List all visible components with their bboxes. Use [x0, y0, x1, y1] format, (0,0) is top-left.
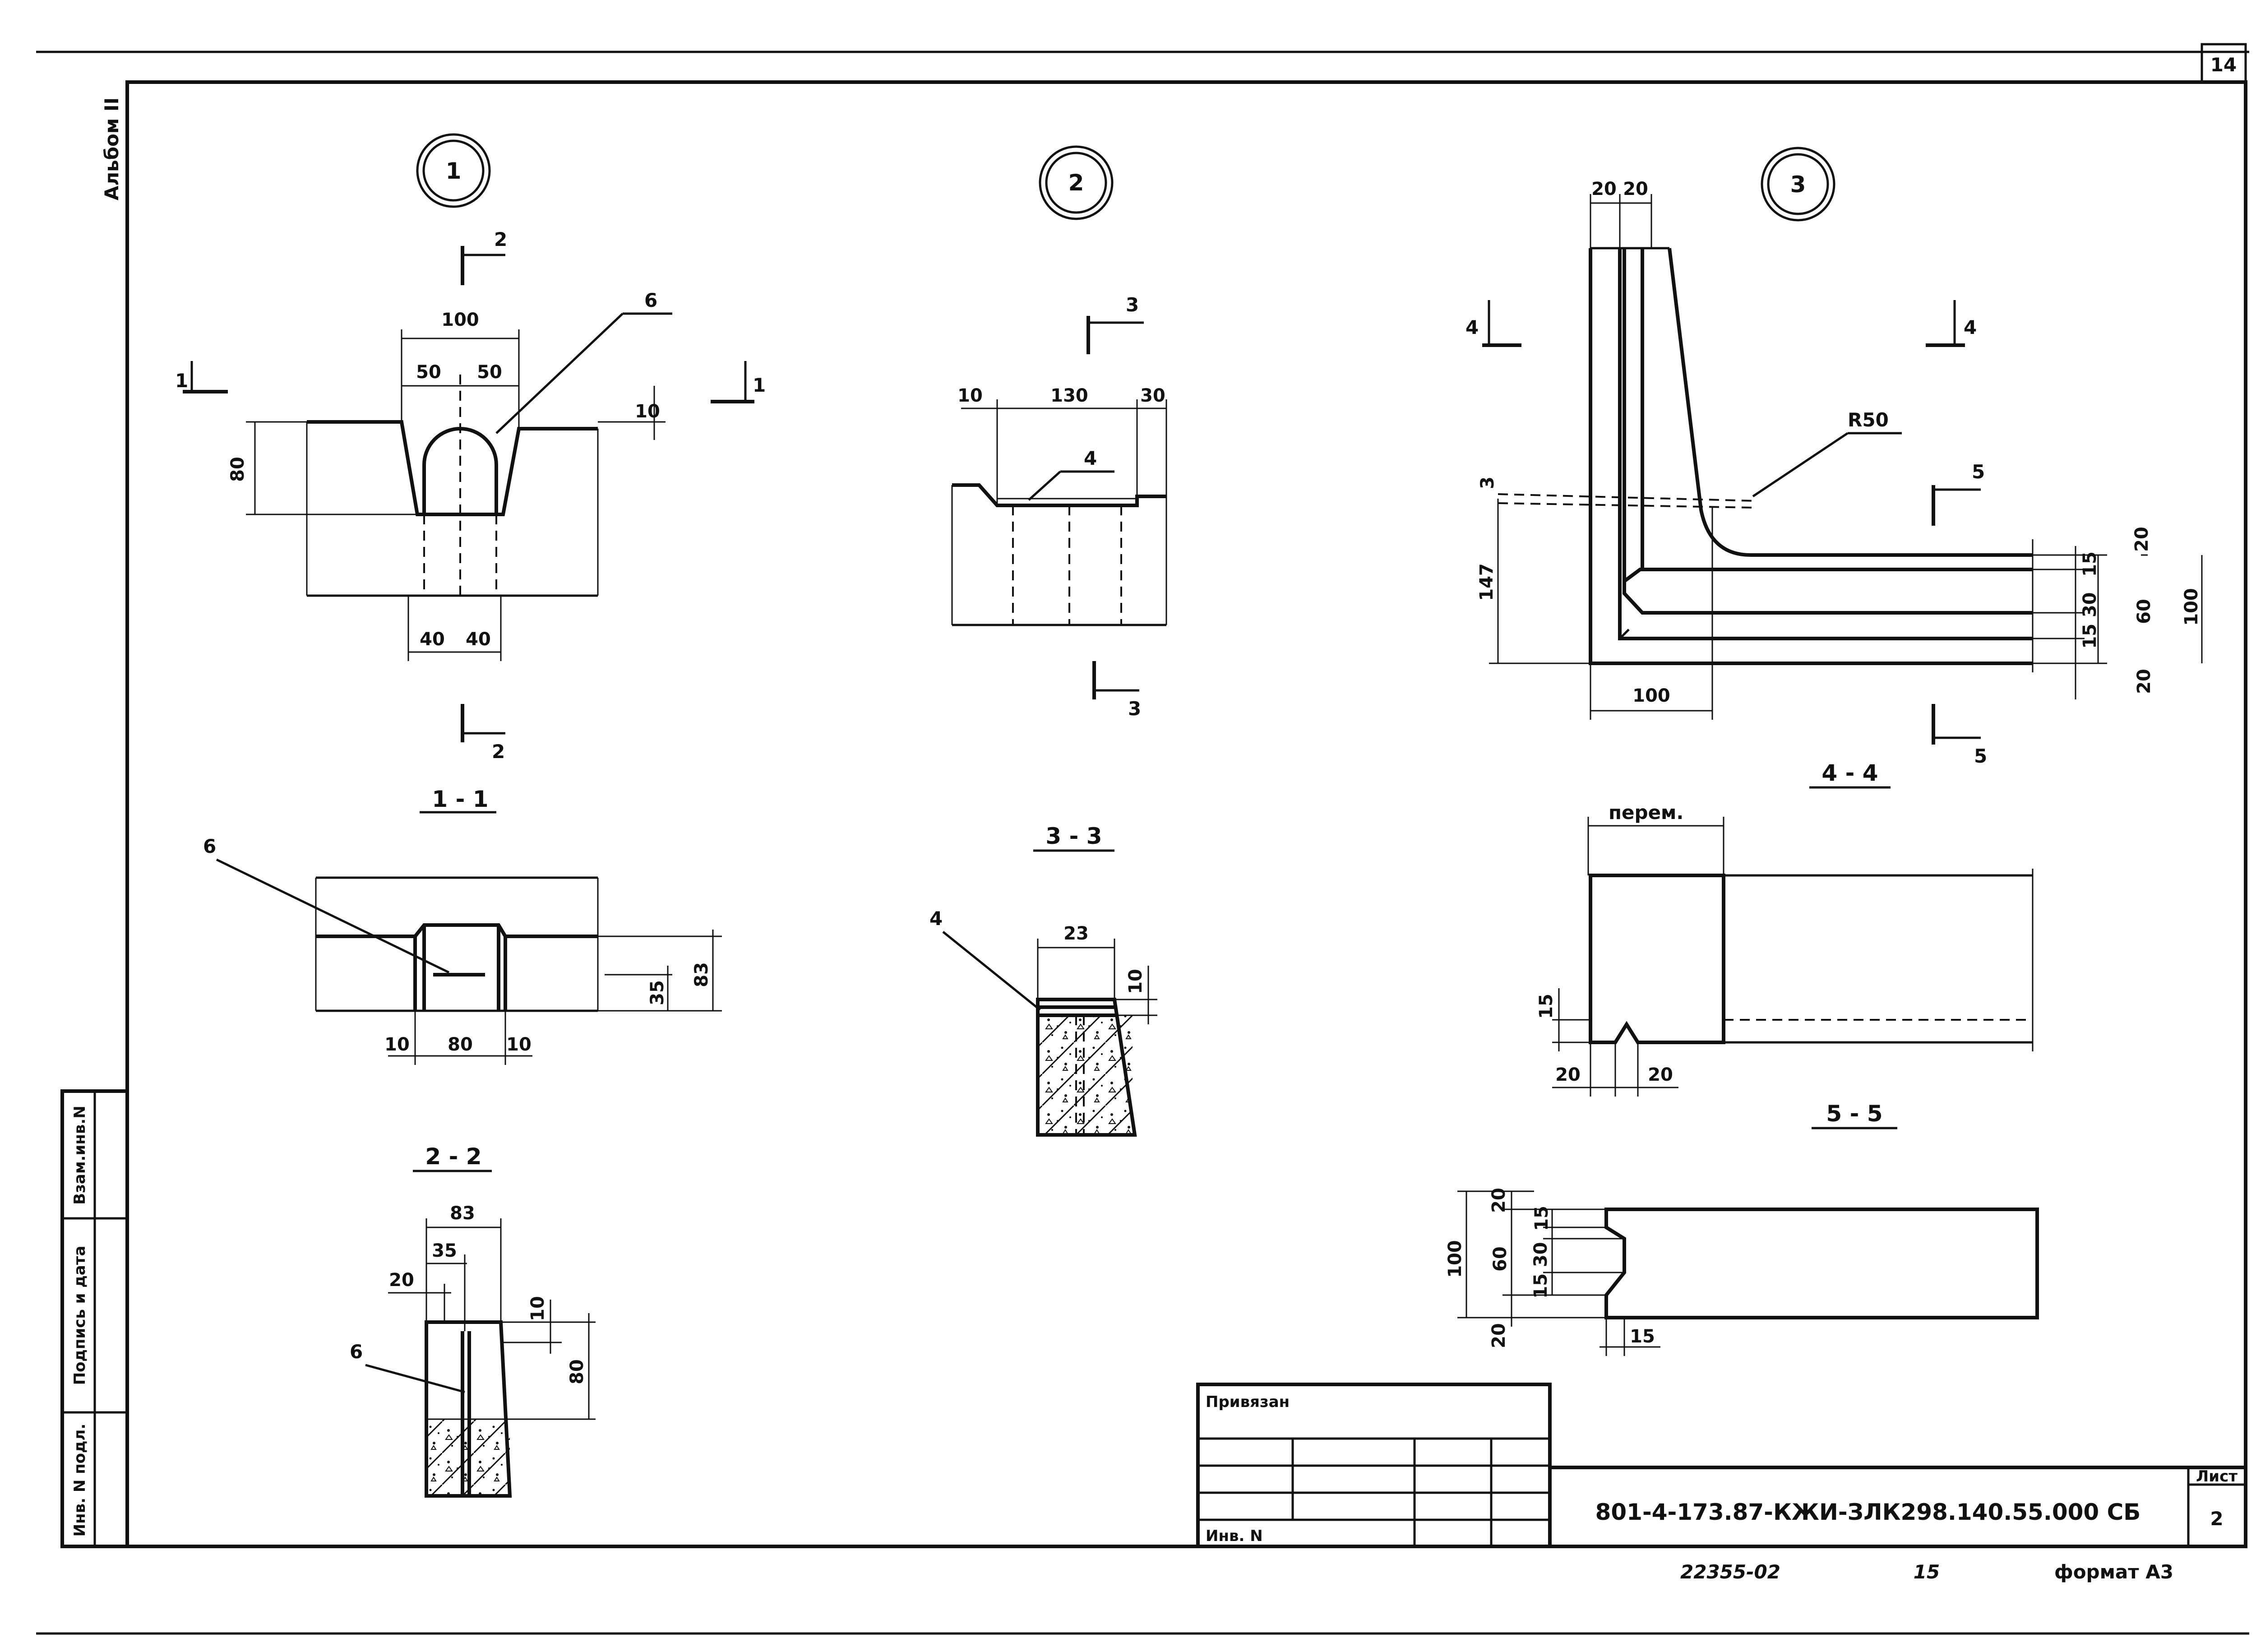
- detail-2: 2 3 3 10 130 30 4: [951, 145, 1167, 720]
- d3-dim-r60: 60: [2134, 599, 2154, 624]
- section-5-5: 5 - 5 20 15 100 60 15 30 20 15: [1445, 1101, 2039, 1356]
- side-stamp-inv: Инв. N подл.: [71, 1424, 89, 1537]
- d1-dim-10: 10: [635, 401, 660, 422]
- detail-3: 3 4 4 5 5 20 20 3 147: [1465, 147, 2203, 767]
- d1-dim-40a: 40: [420, 629, 445, 650]
- d3-dim-20a: 20: [1591, 179, 1617, 199]
- s44-callout-perem: перем.: [1609, 801, 1683, 824]
- d3-callout-r50: R50: [1848, 409, 1889, 431]
- s11-dim-10b: 10: [506, 1034, 532, 1055]
- s22-dim-83: 83: [450, 1203, 475, 1224]
- d1-dim-100: 100: [441, 310, 479, 330]
- d3-dim-r1530: 15 30: [2080, 592, 2100, 648]
- section-3-3-title: 3 - 3: [1045, 823, 1102, 849]
- d3-dim-3: 3: [1477, 477, 1498, 489]
- cut-4-left: 4: [1465, 316, 1479, 338]
- d3-dim-20b: 20: [1623, 179, 1648, 199]
- drawing-code: 801-4-173.87-КЖИ-ЗЛК298.140.55.000 СБ: [1595, 1499, 2141, 1525]
- s55-dim-20a: 20: [1489, 1188, 1509, 1213]
- s55-dim-15a: 15: [1531, 1206, 1552, 1231]
- s55-dim-15b: 15: [1630, 1326, 1655, 1347]
- d3-dim-r100: 100: [2181, 588, 2202, 626]
- sheet-frame: 14 Альбом II: [36, 43, 2249, 1635]
- s11-dim-10a: 10: [384, 1034, 410, 1055]
- section-2-2: 2 - 2 83 35 20 10 80 6: [350, 1143, 596, 1498]
- s22-dim-80: 80: [567, 1359, 587, 1384]
- d3-dim-r20b: 20: [2134, 669, 2154, 694]
- d2-dim-10: 10: [957, 385, 983, 406]
- detail-3-label: 3: [1790, 171, 1806, 198]
- stamp-privyazan: Привязан: [1206, 1393, 1290, 1411]
- s44-dim-20a: 20: [1555, 1064, 1581, 1085]
- footer-number: 22355-02: [1680, 1561, 1780, 1583]
- d3-dim-147: 147: [1476, 563, 1497, 601]
- s11-dim-80: 80: [448, 1034, 473, 1055]
- side-stamp-podpis: Подпись и дата: [71, 1246, 89, 1385]
- cut-5-top: 5: [1972, 461, 1985, 483]
- s44-dim-15: 15: [1536, 994, 1557, 1019]
- d2-callout-4: 4: [1084, 447, 1097, 469]
- d1-dim-50a: 50: [416, 362, 441, 383]
- s11-dim-35: 35: [647, 980, 668, 1005]
- cut-1-left: 1: [175, 370, 188, 392]
- cut-4-right: 4: [1964, 316, 1977, 338]
- title-block: Привязан Инв. N 801-4-173.87-КЖИ-ЗЛК298.…: [1196, 1383, 2247, 1583]
- d1-dim-50b: 50: [477, 362, 502, 383]
- page-number: 14: [2210, 54, 2237, 76]
- section-5-5-title: 5 - 5: [1826, 1101, 1882, 1127]
- footer-sheet: 15: [1914, 1561, 1940, 1583]
- detail-2-label: 2: [1068, 170, 1084, 196]
- s44-dim-20b: 20: [1648, 1064, 1673, 1085]
- d3-dim-r20a: 20: [2131, 527, 2152, 552]
- s33-dim-10: 10: [1125, 969, 1146, 994]
- section-3-3: 3 - 3 23 10 4: [929, 823, 1157, 1137]
- cut-5-bottom: 5: [1974, 745, 1987, 767]
- section-4-4: 4 - 4 перем. 15 20 20: [1536, 760, 2034, 1097]
- s55-dim-20b: 20: [1489, 1323, 1509, 1348]
- s11-dim-83: 83: [691, 962, 712, 987]
- d2-dim-130: 130: [1050, 385, 1088, 406]
- s55-dim-60: 60: [1490, 1246, 1511, 1272]
- s22-dim-10: 10: [527, 1296, 548, 1321]
- side-stamp-vzam: Взам.инв.N: [71, 1106, 89, 1205]
- section-1-1: 1 - 1 6 10 80 10 35 83: [203, 786, 722, 1065]
- cut-2-top: 2: [494, 228, 507, 250]
- detail-1-label: 1: [446, 158, 462, 184]
- s33-callout-4: 4: [929, 907, 943, 930]
- list-label: Лист: [2196, 1467, 2238, 1485]
- list-number: 2: [2210, 1508, 2223, 1530]
- side-stamp: Взам.инв.N Подпись и дата Инв. N подл.: [60, 1089, 129, 1548]
- s11-callout-6: 6: [203, 835, 216, 857]
- s22-callout-6: 6: [350, 1341, 363, 1363]
- s33-dim-23: 23: [1063, 923, 1089, 944]
- s55-dim-1530: 15 30: [1530, 1242, 1551, 1298]
- s22-dim-20: 20: [389, 1270, 414, 1291]
- cut-3-bottom: 3: [1128, 698, 1141, 720]
- section-1-1-title: 1 - 1: [432, 786, 488, 812]
- d1-callout-6: 6: [644, 289, 657, 311]
- cut-3-top: 3: [1126, 294, 1139, 316]
- cut-2-bottom: 2: [492, 740, 505, 763]
- detail-1: 1 2 2 1 1 100 50 50 80: [175, 133, 766, 763]
- s22-dim-35: 35: [432, 1240, 457, 1261]
- cut-1-right: 1: [753, 374, 766, 396]
- format-label: формат А3: [2054, 1561, 2173, 1583]
- d1-dim-80: 80: [227, 457, 248, 482]
- album-label: Альбом II: [101, 97, 123, 200]
- d3-dim-100: 100: [1632, 685, 1670, 706]
- section-2-2-title: 2 - 2: [425, 1143, 481, 1170]
- d1-dim-40b: 40: [466, 629, 491, 650]
- s55-dim-100: 100: [1445, 1240, 1465, 1278]
- d3-dim-r15a: 15: [2080, 551, 2100, 577]
- section-4-4-title: 4 - 4: [1821, 760, 1878, 786]
- d2-dim-30: 30: [1140, 385, 1165, 406]
- stamp-inv-n: Инв. N: [1206, 1527, 1263, 1545]
